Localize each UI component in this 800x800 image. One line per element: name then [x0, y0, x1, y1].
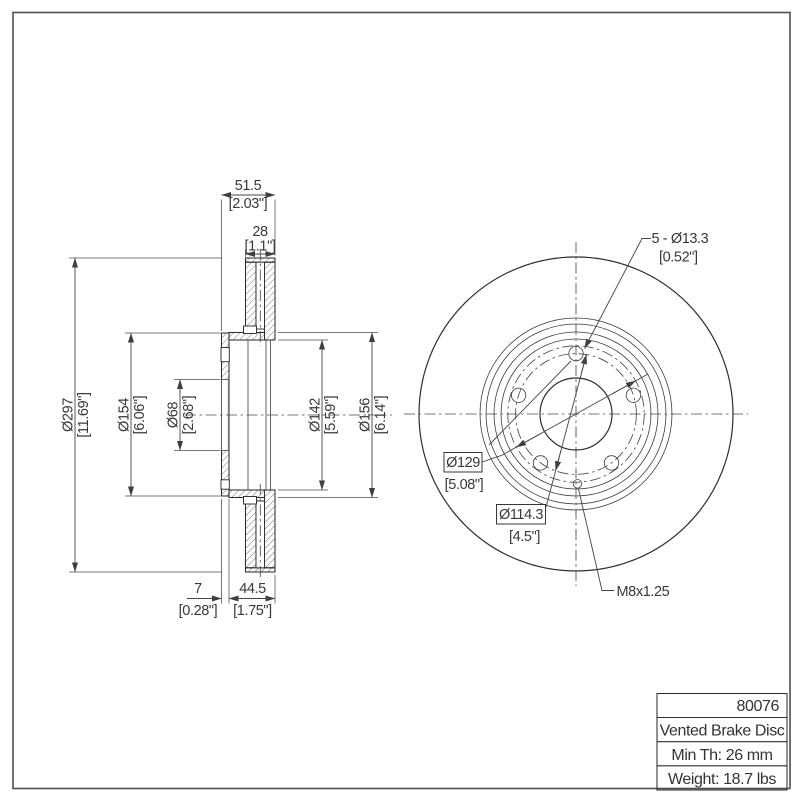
dim-inner-hat-diameter-in: [5.59"]: [323, 396, 339, 435]
bolt-hole: [510, 387, 527, 403]
bolt-hole: [603, 455, 620, 471]
front-view: 5 - Ø13.3 [0.52"] Ø129 [5.08"] Ø114.3 [4…: [404, 231, 748, 600]
product-type: Vented Brake Disc: [660, 723, 785, 740]
dim-hat-depth: 44.5 [1.75"]: [228, 575, 276, 619]
dia129-mm: Ø129: [446, 455, 480, 471]
weight: Weight: 18.7 lbs: [668, 771, 776, 788]
bolt-hole: [532, 455, 549, 471]
dim-overall-width-in: [2.03"]: [229, 196, 268, 212]
dim-flange-thickness-mm: 7: [194, 581, 202, 597]
dim-rotor-inner-diameter-mm: Ø156: [358, 398, 374, 432]
min-thickness: Min Th: 26 mm: [671, 747, 772, 764]
m8-hole: [572, 479, 583, 489]
dim-hat-diameter-mm: Ø154: [117, 398, 133, 432]
title-block: 80076 Vented Brake Disc Min Th: 26 mm We…: [656, 692, 788, 791]
dim-flange-thickness-in: [0.28"]: [179, 603, 218, 619]
dim-inner-hat-diameter: Ø142 [5.59"]: [278, 339, 339, 491]
bcd-mm: Ø114.3: [499, 507, 543, 523]
label-bcd: Ø114.3 [4.5"]: [496, 354, 587, 545]
dim-rotor-inner-diameter-in: [6.14"]: [373, 396, 389, 435]
bolt-hole: [625, 387, 642, 403]
dim-outer-diameter-in: [11.69"]: [76, 392, 92, 437]
dim-center-bore-in: [2.68"]: [181, 396, 197, 435]
dim-overall-width: 51.5 [2.03"]: [221, 178, 276, 331]
bcd-in: [4.5"]: [509, 529, 540, 545]
dim-hat-depth-mm: 44.5: [239, 581, 266, 597]
dim-rotor-thickness-in: [1.1"]: [245, 239, 276, 255]
section-view: 51.5 [2.03"] 28 [1.1"] Ø297 [11.69"] Ø15…: [61, 178, 392, 619]
dim-outer-diameter: Ø297 [11.69"]: [61, 257, 222, 573]
dim-flange-thickness: 7 [0.28"]: [179, 499, 230, 619]
bolt-holes-mm: 5 - Ø13.3: [652, 231, 709, 247]
label-bolt-holes: 5 - Ø13.3 [0.52"]: [488, 231, 709, 446]
thread-size: M8x1.25: [617, 584, 670, 600]
dim-hat-diameter-in: [6.06"]: [132, 396, 148, 435]
dim-rotor-thickness: 28 [1.1"]: [245, 224, 276, 258]
dia129-in: [5.08"]: [445, 477, 484, 493]
dim-center-bore-mm: Ø68: [166, 402, 182, 429]
dim-overall-width-mm: 51.5: [235, 178, 262, 194]
dim-inner-hat-diameter-mm: Ø142: [308, 398, 324, 432]
dim-hat-depth-in: [1.75"]: [233, 603, 272, 619]
bolt-holes-in: [0.52"]: [659, 250, 698, 266]
label-thread: M8x1.25: [578, 488, 670, 600]
label-dia129: Ø129 [5.08"]: [443, 373, 649, 493]
dim-center-bore: Ø68 [2.68"]: [166, 379, 220, 451]
dim-rotor-inner-diameter: Ø156 [6.14"]: [278, 332, 389, 498]
dim-rotor-thickness-mm: 28: [252, 224, 268, 240]
dim-outer-diameter-mm: Ø297: [61, 398, 77, 432]
dim-hat-diameter: Ø154 [6.06"]: [117, 332, 221, 497]
sheet-frame: [12, 11, 791, 790]
bolt-hole: [568, 345, 584, 362]
section-geometry: [185, 249, 392, 581]
part-number: 80076: [737, 698, 780, 715]
